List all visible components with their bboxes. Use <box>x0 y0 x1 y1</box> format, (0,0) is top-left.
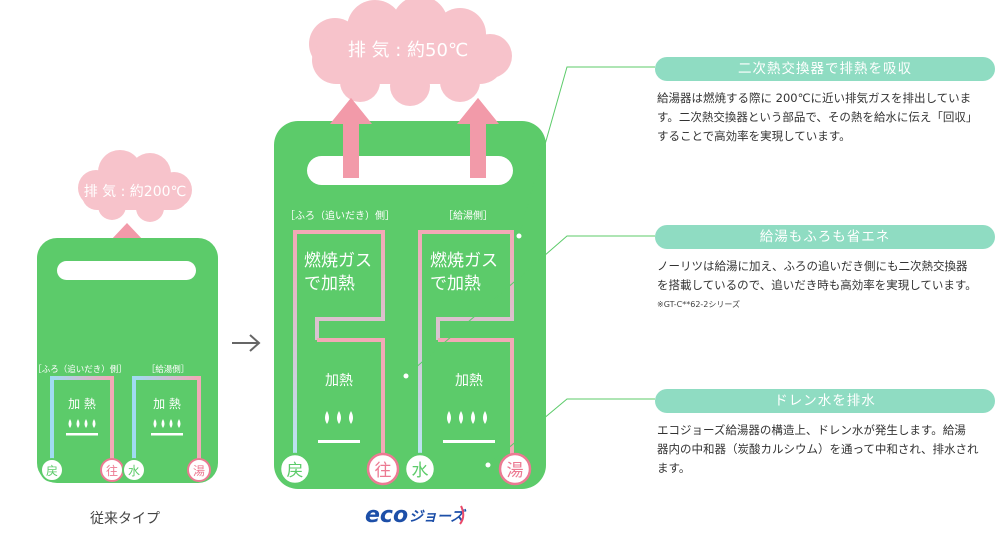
svg-text:往: 往 <box>106 463 118 478</box>
eco-side-kyuto-label: ［給湯側］ <box>443 209 493 222</box>
callout-body: 給湯器は燃焼する際に 200℃に近い排気ガスを排出していま す。二次熱交換器とい… <box>657 91 978 143</box>
svg-text:水: 水 <box>128 464 140 478</box>
conventional-side-furo-label: ［ふろ（追いだき）側］ <box>33 364 127 375</box>
callout-drain-water: ドレン水を排水 エコジョーズ給湯器の構造上、ドレン水が発生します。給湯 器内の中… <box>655 389 995 478</box>
eco-heat-label-left: 加熱 <box>325 373 353 389</box>
callout-body: ノーリツは給湯に加え、ふろの追いだき側にも二次熱交換器 を搭載しているので、追い… <box>657 259 977 292</box>
callout-title: 二次熱交換器で排熱を吸収 <box>655 57 995 81</box>
eco-exhaust-cloud <box>309 0 512 106</box>
conventional-heat-label-right: 加 熱 <box>153 397 181 411</box>
eco-flame-icon-left <box>318 411 360 443</box>
svg-text:eco: eco <box>365 503 408 528</box>
conventional-kyuto-pipe <box>132 376 201 462</box>
eco-unit-body <box>274 121 546 489</box>
svg-text:戻: 戻 <box>46 464 58 478</box>
eco-exhaust-label: 排 気 : 約50℃ <box>348 40 468 61</box>
conventional-heat-label-left: 加 熱 <box>68 397 96 411</box>
eco-port-return: 戻 <box>278 452 312 486</box>
callout-body: エコジョーズ給湯器の構造上、ドレン水が発生します。給湯 器内の中和器（炭酸カルシ… <box>657 423 979 475</box>
eco-heat-label-right: 加熱 <box>455 373 483 389</box>
eco-gas-label-left-2: で加熱 <box>304 274 355 294</box>
eco-kyuto-primary-pipe <box>438 338 514 460</box>
ecojozu-logo: eco ジョーズ <box>365 503 467 528</box>
eco-port-outgoing: 往 <box>366 452 400 486</box>
eco-flame-icon-right <box>443 411 495 443</box>
conventional-type-caption: 従来タイプ <box>90 511 160 527</box>
svg-text:水: 水 <box>412 461 429 481</box>
conventional-exhaust-slot <box>57 261 196 280</box>
svg-text:往: 往 <box>375 461 392 481</box>
conventional-port-outgoing: 往 <box>100 458 124 482</box>
eco-side-furo-label: ［ふろ（追いだき）側］ <box>285 209 395 222</box>
conventional-port-return: 戻 <box>40 458 64 482</box>
callout-leader-2 <box>403 235 655 379</box>
callout-secondary-heat-exchanger: 二次熱交換器で排熱を吸収 給湯器は燃焼する際に 200℃に近い排気ガスを排出して… <box>655 57 995 146</box>
conventional-port-hot: 湯 <box>187 458 211 482</box>
eco-gas-label-right-2: で加熱 <box>430 274 481 294</box>
callout-title: ドレン水を排水 <box>655 389 995 413</box>
callout-leader-3 <box>485 398 655 468</box>
eco-port-hot: 湯 <box>498 452 532 486</box>
conventional-exhaust-cloud <box>78 150 192 222</box>
comparison-arrow-icon <box>232 334 261 352</box>
conventional-flame-icon-right <box>151 419 183 436</box>
eco-furo-primary-pipe <box>317 338 385 460</box>
svg-text:湯: 湯 <box>507 461 524 481</box>
eco-furo-secondary-pipe <box>293 230 385 460</box>
conventional-port-water: 水 <box>122 458 146 482</box>
conventional-exhaust-label: 排 気 : 約200℃ <box>84 184 187 200</box>
svg-text:湯: 湯 <box>193 464 205 478</box>
svg-text:ジョーズ: ジョーズ <box>409 508 467 525</box>
eco-kyuto-secondary-pipe <box>418 230 514 460</box>
eco-port-water: 水 <box>403 452 437 486</box>
conventional-flame-icon-left <box>66 419 98 436</box>
conventional-unit-body <box>37 238 218 483</box>
callout-leader-1 <box>516 66 655 239</box>
conventional-furo-pipe <box>50 376 114 462</box>
callout-note: ※GT-C**62-2シリーズ <box>657 300 740 309</box>
eco-gas-label-left-1: 燃焼ガス <box>304 251 372 271</box>
conventional-side-kyuto-label: ［給湯側］ <box>147 364 190 375</box>
eco-gas-label-right-1: 燃焼ガス <box>430 251 498 271</box>
callout-energy-saving: 給湯もふろも省エネ ノーリツは給湯に加え、ふろの追いだき側にも二次熱交換器 を搭… <box>655 225 995 310</box>
svg-text:戻: 戻 <box>287 461 304 481</box>
callout-title: 給湯もふろも省エネ <box>655 225 995 249</box>
